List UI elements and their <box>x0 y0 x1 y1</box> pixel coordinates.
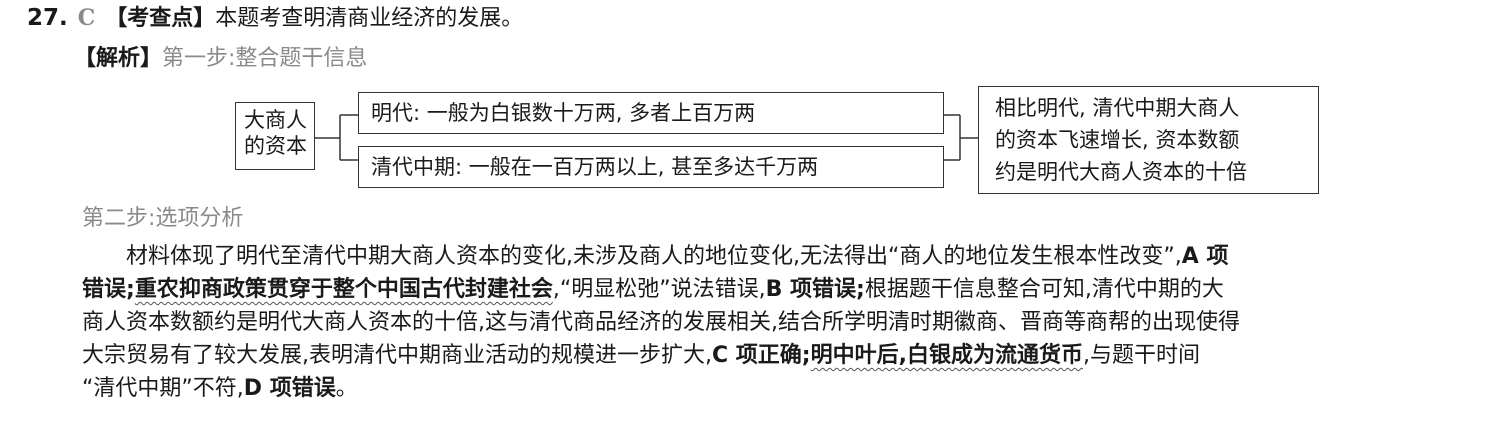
left-box: 大商人 的资本 <box>235 102 315 170</box>
paragraph-row-3: 商人资本数额约是明代大商人资本的十倍,这与清代商品经济的发展相关,结合所学明清时… <box>82 310 1240 335</box>
jiexi-tag: 【解析】 <box>74 46 163 71</box>
right-box-line-2: 的资本飞速增长, 资本数额 <box>995 128 1240 152</box>
option-c-verdict: C 项正确; <box>712 343 811 368</box>
left-box-line-2: 的资本 <box>244 134 307 158</box>
step2-label: 第二步:选项分析 <box>82 206 244 231</box>
option-d-verdict: D 项错误 <box>243 376 336 401</box>
kaochadian-text: 本题考查明清商业经济的发展。 <box>215 6 524 31</box>
question-number: 27. <box>27 5 68 31</box>
paragraph-row-1: 材料体现了明代至清代中期大商人资本的变化,未涉及商人的地位变化,无法得出“商人的… <box>82 240 1472 273</box>
paragraph-row-4: 大宗贸易有了较大发展,表明清代中期商业活动的规模进一步扩大,C 项正确;明中叶后… <box>82 339 1472 372</box>
kaochadian-tag: 【考查点】 <box>105 6 216 31</box>
key-point-silver: 明中叶后,白银成为流通货币 <box>810 343 1083 368</box>
option-a-verdict: 错误; <box>82 277 135 302</box>
bottom-box: 清代中期: 一般在一百万两以上, 甚至多达千万两 <box>358 146 944 188</box>
left-box-line-1: 大商人 <box>244 108 307 132</box>
r5-text: “清代中期”不符, <box>82 376 244 401</box>
r5-end: 。 <box>335 376 358 401</box>
option-a-label: A 项 <box>1181 244 1229 269</box>
top-box: 明代: 一般为白银数十万两, 多者上百万两 <box>358 92 944 134</box>
analysis-paragraph: 材料体现了明代至清代中期大商人资本的变化,未涉及商人的地位变化,无法得出“商人的… <box>82 240 1472 405</box>
right-box: 相比明代, 清代中期大商人 的资本飞速增长, 资本数额 约是明代大商人资本的十倍 <box>978 86 1319 194</box>
option-b-verdict: B 项错误; <box>765 277 865 302</box>
r2-text-2: 根据题干信息整合可知,清代中期的大 <box>864 277 1224 302</box>
answer-letter: C <box>77 5 96 31</box>
key-point-policy: 重农抑商政策贯穿于整个中国古代封建社会 <box>134 277 553 302</box>
paragraph-row-2: 错误;重农抑商政策贯穿于整个中国古代封建社会,“明显松弛”说法错误,B 项错误;… <box>82 273 1472 306</box>
r1-text: 材料体现了明代至清代中期大商人资本的变化,未涉及商人的地位变化,无法得出“商人的… <box>126 244 1182 269</box>
right-box-line-3: 约是明代大商人资本的十倍 <box>995 160 1247 184</box>
analysis-header: 【解析】第一步:整合题干信息 <box>74 45 367 73</box>
step1-label: 第一步:整合题干信息 <box>162 46 368 71</box>
right-box-line-1: 相比明代, 清代中期大商人 <box>995 96 1240 120</box>
r4-text-2: ,与题干时间 <box>1082 343 1200 368</box>
r2-text: ,“明显松弛”说法错误, <box>552 277 766 302</box>
r4-text: 大宗贸易有了较大发展,表明清代中期商业活动的规模进一步扩大, <box>82 343 712 368</box>
paragraph-row-5: “清代中期”不符,D 项错误。 <box>82 372 1472 405</box>
question-header: 27. C 【考查点】本题考查明清商业经济的发展。 <box>27 4 523 33</box>
